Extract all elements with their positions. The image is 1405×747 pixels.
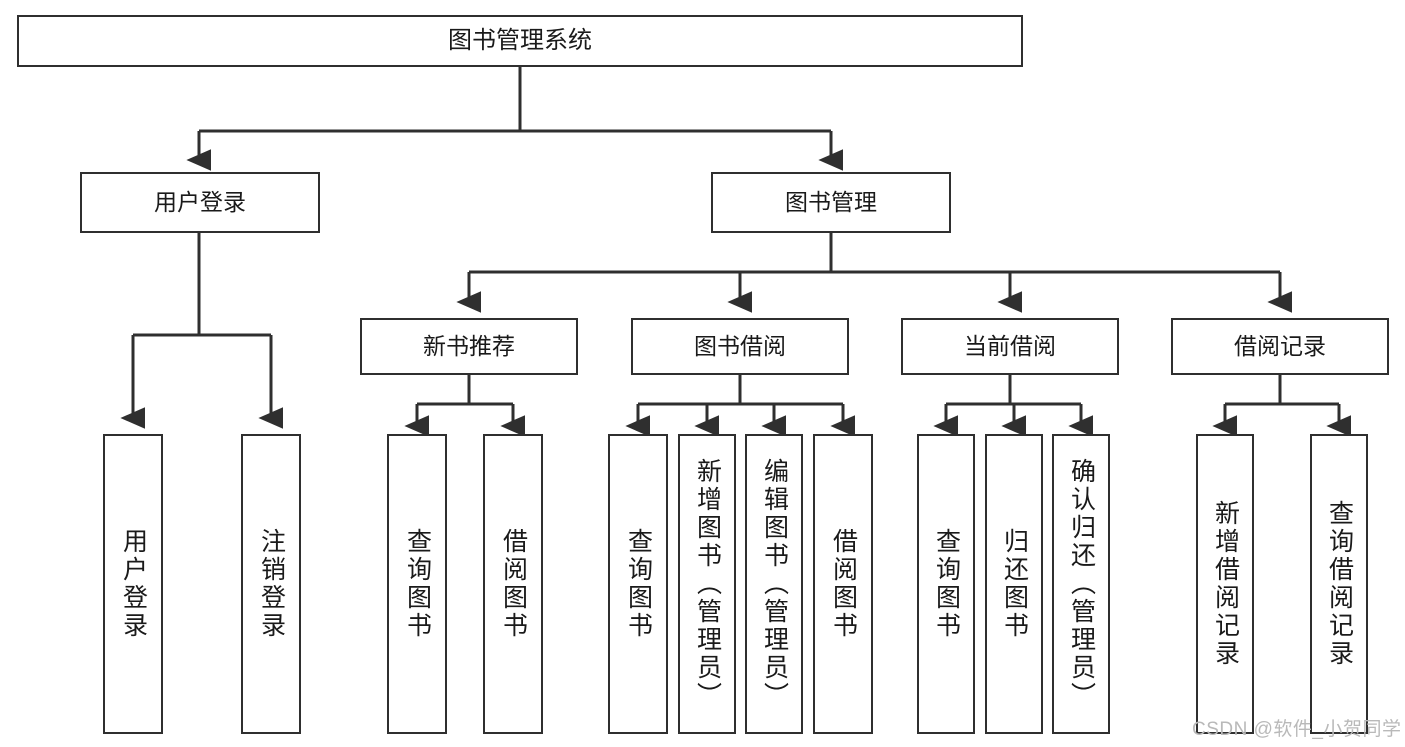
node-label: 借阅图书 [499,528,528,640]
node-user-login[interactable]: 用户登录 [80,172,320,233]
node-leaf-user-login[interactable]: 用户登录 [103,434,163,734]
node-leaf-add-borrow-record[interactable]: 新增借阅记录 [1196,434,1254,734]
node-label: 归还图书 [1000,528,1029,640]
node-label: 注销登录 [257,528,286,640]
node-label: 借阅图书 [829,528,858,640]
node-leaf-query-book-current[interactable]: 查询图书 [917,434,975,734]
node-label: 图书管理系统 [448,27,592,55]
node-label: 查询图书 [624,528,653,640]
node-label: 查询图书 [403,528,432,640]
node-leaf-query-book-borrow[interactable]: 查询图书 [608,434,668,734]
node-new-book-recommend[interactable]: 新书推荐 [360,318,578,375]
node-leaf-add-book-admin[interactable]: 新增图书（管理员） [678,434,736,734]
node-label: 编辑图书（管理员） [760,458,789,710]
node-leaf-borrow-book[interactable]: 借阅图书 [813,434,873,734]
node-label: 图书借阅 [694,333,786,360]
node-label: 用户登录 [119,528,148,640]
node-leaf-logout[interactable]: 注销登录 [241,434,301,734]
node-book-management[interactable]: 图书管理 [711,172,951,233]
watermark-text: CSDN @软件_小贺同学 [1192,719,1402,740]
node-leaf-borrow-book-recommend[interactable]: 借阅图书 [483,434,543,734]
node-label: 当前借阅 [964,333,1056,360]
node-leaf-return-book[interactable]: 归还图书 [985,434,1043,734]
node-root-book-management-system[interactable]: 图书管理系统 [17,15,1023,67]
node-label: 确认归还（管理员） [1067,458,1096,710]
node-book-borrow[interactable]: 图书借阅 [631,318,849,375]
node-label: 查询图书 [932,528,961,640]
node-leaf-edit-book-admin[interactable]: 编辑图书（管理员） [745,434,803,734]
node-label: 用户登录 [154,189,246,216]
node-current-borrow[interactable]: 当前借阅 [901,318,1119,375]
node-borrow-record[interactable]: 借阅记录 [1171,318,1389,375]
node-label: 新增图书（管理员） [693,458,722,710]
node-leaf-query-book-recommend[interactable]: 查询图书 [387,434,447,734]
node-label: 图书管理 [785,189,877,216]
node-leaf-confirm-return-admin[interactable]: 确认归还（管理员） [1052,434,1110,734]
node-label: 查询借阅记录 [1325,500,1354,668]
node-leaf-query-borrow-record[interactable]: 查询借阅记录 [1310,434,1368,734]
node-label: 新增借阅记录 [1211,500,1240,668]
node-label: 新书推荐 [423,333,515,360]
node-label: 借阅记录 [1234,333,1326,360]
